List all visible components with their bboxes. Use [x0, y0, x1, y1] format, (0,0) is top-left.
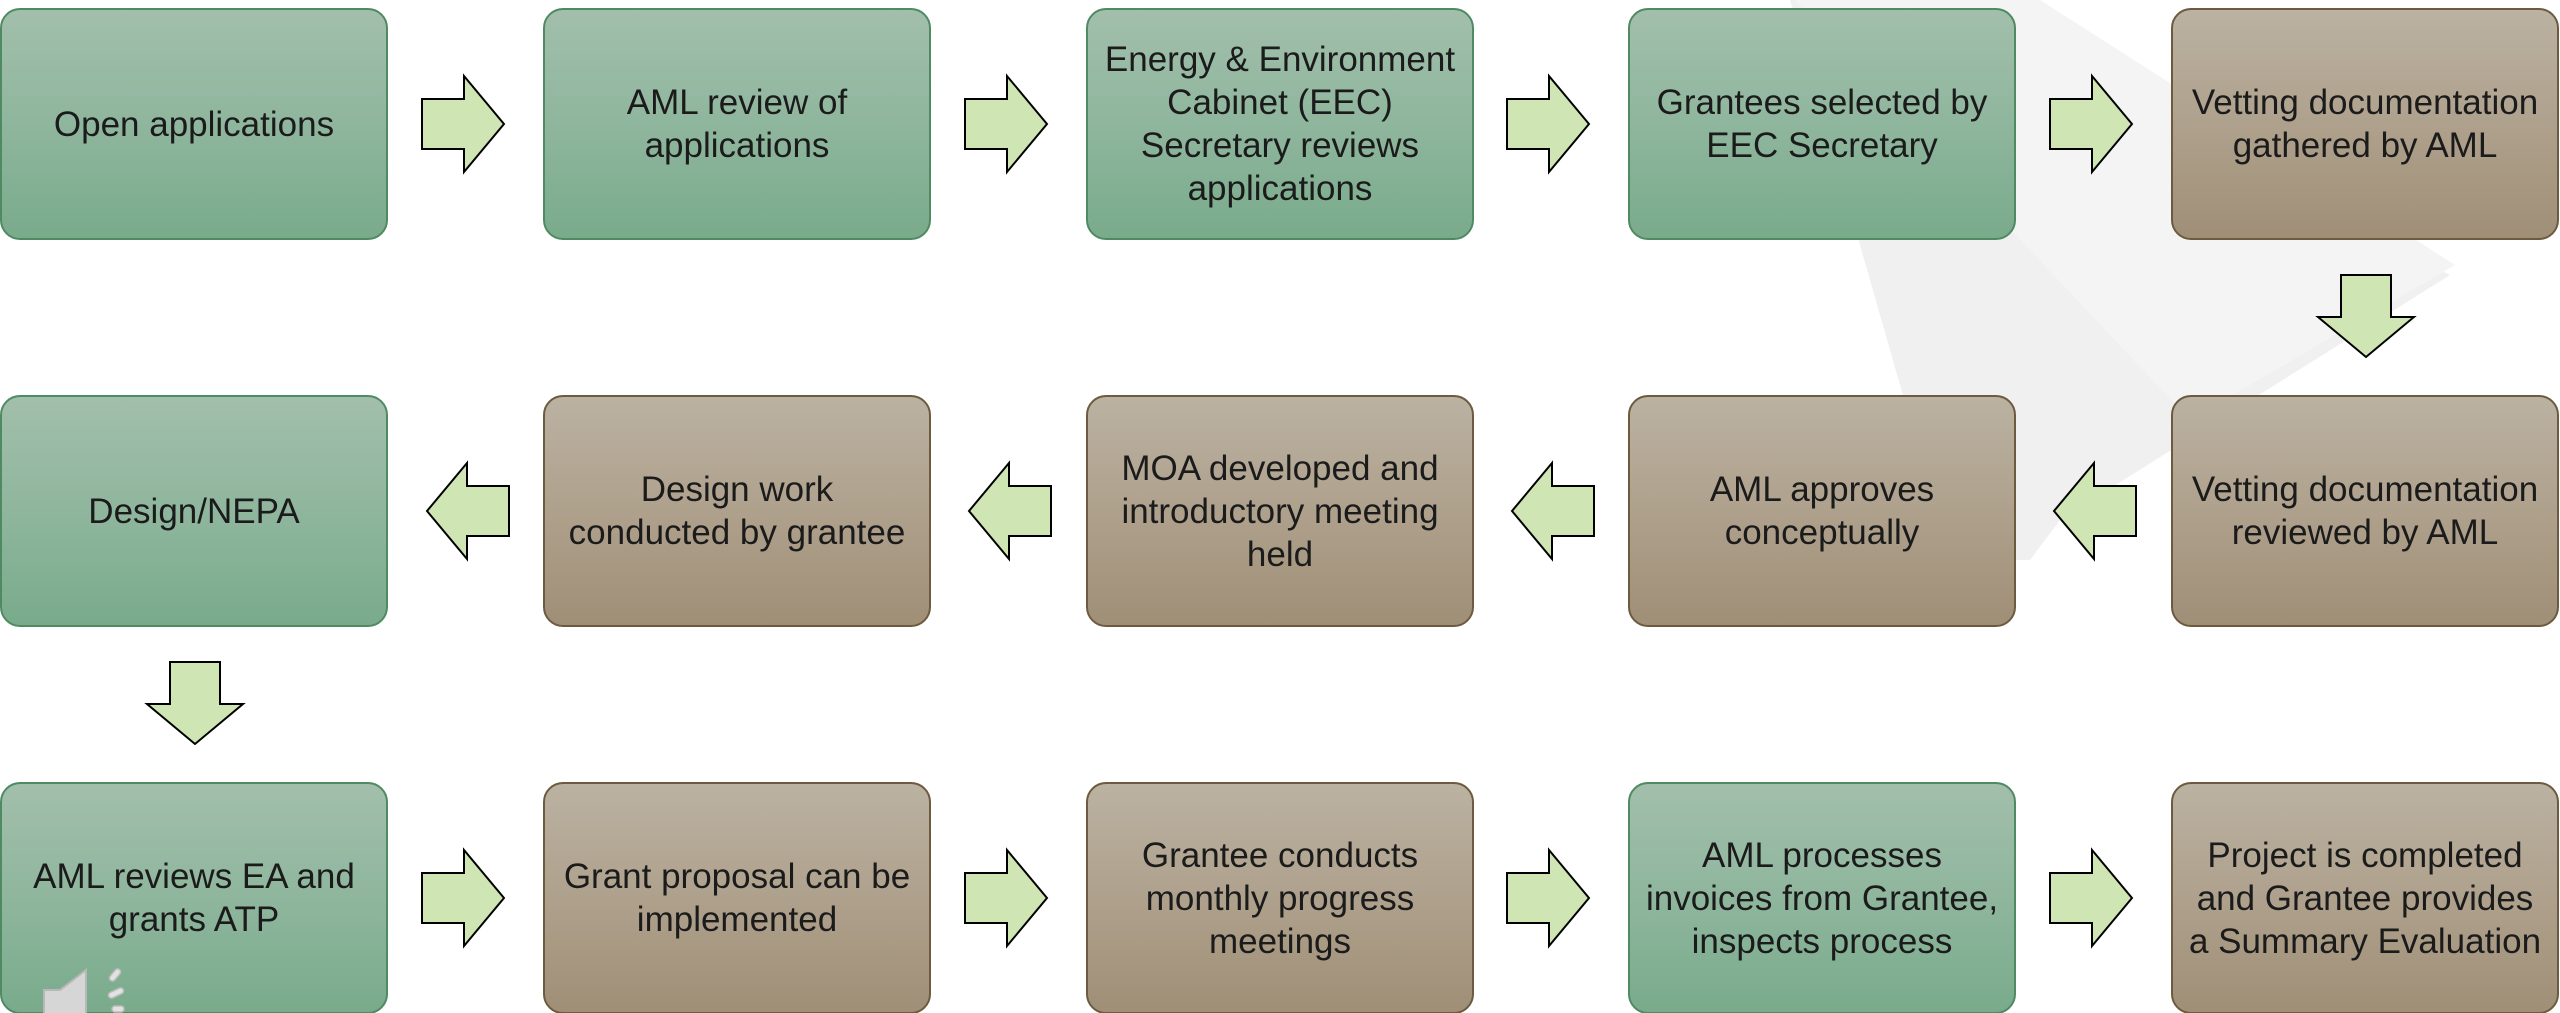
right-arrow-icon: [2049, 847, 2134, 949]
step-label: Energy & Environment Cabinet (EEC) Secre…: [1104, 40, 1456, 208]
step-label: Vetting documentation reviewed by AML: [2191, 470, 2539, 552]
step-label: MOA developed and introductory meeting h…: [1121, 448, 1439, 574]
step-box-project-completed: Project is completed and Grantee provide…: [2171, 782, 2559, 1013]
step-box-design-nepa: Design/NEPA: [0, 395, 388, 627]
step-label: Grantees selected by EEC Secretary: [1656, 83, 1988, 165]
step-box-vetting-gathered: Vetting documentation gathered by AML: [2171, 8, 2559, 240]
left-arrow-icon: [967, 460, 1052, 562]
step-label: AML reviews EA and grants ATP: [33, 857, 355, 939]
down-arrow-icon: [144, 661, 246, 746]
right-arrow-icon: [1506, 73, 1591, 175]
step-label: AML review of applications: [626, 83, 848, 165]
left-arrow-icon: [425, 460, 510, 562]
right-arrow-icon: [421, 847, 506, 949]
step-label: Grantee conducts monthly progress meetin…: [1141, 835, 1419, 961]
step-label: Grant proposal can be implemented: [563, 857, 911, 939]
right-arrow-icon: [2049, 73, 2134, 175]
right-arrow-icon: [964, 847, 1049, 949]
step-box-moa-developed: MOA developed and introductory meeting h…: [1086, 395, 1474, 627]
step-box-vetting-reviewed: Vetting documentation reviewed by AML: [2171, 395, 2559, 627]
step-label: Open applications: [53, 104, 335, 144]
step-box-design-work: Design work conducted by grantee: [543, 395, 931, 627]
left-arrow-icon: [2052, 460, 2137, 562]
step-label: AML approves conceptually: [1709, 470, 1935, 552]
step-label: AML processes invoices from Grantee, ins…: [1645, 835, 1999, 961]
step-label: Vetting documentation gathered by AML: [2191, 83, 2539, 165]
step-box-aml-reviews-ea: AML reviews EA and grants ATP: [0, 782, 388, 1013]
step-box-progress-meetings: Grantee conducts monthly progress meetin…: [1086, 782, 1474, 1013]
step-box-grantees-selected: Grantees selected by EEC Secretary: [1628, 8, 2016, 240]
step-box-grant-proposal: Grant proposal can be implemented: [543, 782, 931, 1013]
step-box-aml-approves: AML approves conceptually: [1628, 395, 2016, 627]
step-label: Design/NEPA: [88, 491, 300, 531]
right-arrow-icon: [1506, 847, 1591, 949]
step-box-open-applications: Open applications: [0, 8, 388, 240]
right-arrow-icon: [964, 73, 1049, 175]
step-label: Design work conducted by grantee: [568, 470, 906, 552]
right-arrow-icon: [421, 73, 506, 175]
left-arrow-icon: [1510, 460, 1595, 562]
step-box-aml-review: AML review of applications: [543, 8, 931, 240]
step-label: Project is completed and Grantee provide…: [2188, 835, 2542, 961]
step-box-aml-processes-invoices: AML processes invoices from Grantee, ins…: [1628, 782, 2016, 1013]
step-box-eec-secretary-review: Energy & Environment Cabinet (EEC) Secre…: [1086, 8, 1474, 240]
down-arrow-icon: [2315, 274, 2417, 359]
audio-speaker-icon[interactable]: [38, 960, 148, 1013]
